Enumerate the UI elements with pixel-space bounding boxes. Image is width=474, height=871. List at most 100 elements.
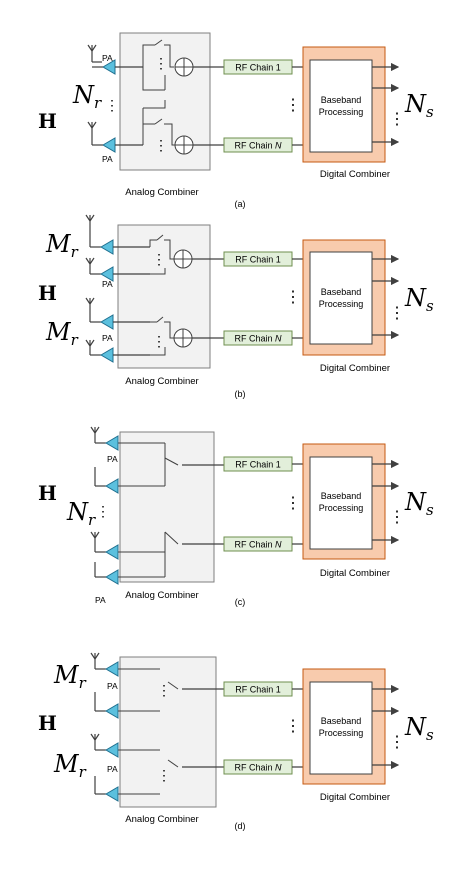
vdots-icon: ⋮ bbox=[157, 767, 171, 783]
antenna-group-label: Mr bbox=[53, 750, 87, 781]
pa-label: PA bbox=[102, 333, 113, 343]
panel-b: PA ⋮ PA ⋮ bbox=[38, 214, 434, 399]
streams-count-label: Ns bbox=[404, 284, 434, 315]
antenna-icon bbox=[85, 214, 101, 248]
rf-chain-n-label: RF Chain N bbox=[234, 763, 282, 773]
panel-caption: (a) bbox=[235, 199, 246, 209]
baseband-label-line2: Processing bbox=[319, 107, 364, 117]
pa-label: PA bbox=[95, 595, 106, 605]
antenna-icon bbox=[90, 733, 106, 751]
baseband-label-line2: Processing bbox=[319, 503, 364, 513]
vdots-icon: ⋮ bbox=[105, 97, 119, 113]
panel-caption: (b) bbox=[235, 389, 246, 399]
pa-amplifier-icon bbox=[105, 661, 119, 677]
vdots-icon: ⋮ bbox=[152, 333, 166, 349]
antenna-icon bbox=[94, 776, 106, 795]
vdots-icon: ⋮ bbox=[389, 111, 405, 128]
channel-matrix-label: H bbox=[38, 711, 57, 735]
antenna-icon bbox=[85, 339, 101, 356]
baseband-label-line2: Processing bbox=[319, 728, 364, 738]
analog-combiner-label: Analog Combiner bbox=[125, 590, 198, 601]
pa-amplifier-icon bbox=[100, 239, 114, 255]
vdots-icon: ⋮ bbox=[154, 55, 168, 71]
pa-label: PA bbox=[107, 764, 118, 774]
rf-chain-n-label: RF Chain N bbox=[234, 540, 282, 550]
channel-matrix-label: H bbox=[38, 281, 57, 305]
antenna-icon bbox=[90, 426, 106, 444]
antenna-group-label: Mr bbox=[45, 230, 79, 261]
streams-count-label: Ns bbox=[404, 713, 434, 744]
rf-chain-n-label: RF Chain N bbox=[234, 334, 282, 344]
vdots-icon: ⋮ bbox=[285, 289, 301, 306]
antenna-icon bbox=[94, 692, 106, 712]
antenna-group-label: Mr bbox=[53, 661, 87, 692]
analog-combiner-box bbox=[117, 224, 211, 369]
antenna-icon bbox=[90, 531, 106, 553]
baseband-label-line1: Baseband bbox=[321, 491, 362, 501]
pa-amplifier-icon bbox=[105, 569, 119, 585]
baseband-label-line2: Processing bbox=[319, 299, 364, 309]
digital-combiner-label: Digital Combiner bbox=[320, 568, 390, 579]
vdots-icon: ⋮ bbox=[157, 682, 171, 698]
pa-label: PA bbox=[102, 279, 113, 289]
analog-combiner-label: Analog Combiner bbox=[125, 376, 198, 387]
pa-amplifier-icon bbox=[105, 544, 119, 560]
antenna-icon bbox=[85, 257, 101, 275]
pa-amplifier-icon bbox=[105, 435, 119, 451]
channel-matrix-label: H bbox=[38, 109, 57, 133]
pa-label: PA bbox=[107, 454, 118, 464]
baseband-label-line1: Baseband bbox=[321, 716, 362, 726]
panel-c: PA PA RF Chain 1 RF bbox=[38, 426, 434, 607]
digital-combiner-label: Digital Combiner bbox=[320, 169, 390, 180]
analog-combiner-box bbox=[119, 656, 217, 808]
vdots-icon: ⋮ bbox=[389, 509, 405, 526]
rf-chain-1-label: RF Chain 1 bbox=[235, 460, 281, 470]
antenna-icon bbox=[90, 652, 106, 670]
pa-amplifier-icon bbox=[105, 703, 119, 719]
baseband-label-line1: Baseband bbox=[321, 287, 362, 297]
vdots-icon: ⋮ bbox=[285, 97, 301, 114]
channel-matrix-label: H bbox=[38, 481, 57, 505]
analog-combiner-label: Analog Combiner bbox=[125, 187, 198, 198]
vdots-icon: ⋮ bbox=[154, 137, 168, 153]
vdots-icon: ⋮ bbox=[285, 495, 301, 512]
panel-a: PA PA ⋮ ⋮ RF Chain 1 bbox=[38, 32, 434, 209]
analog-combiner-box bbox=[119, 431, 215, 583]
baseband-processing-box bbox=[309, 681, 373, 775]
rf-chain-1-label: RF Chain 1 bbox=[235, 63, 281, 73]
antenna-icon bbox=[94, 467, 106, 487]
vdots-icon: ⋮ bbox=[389, 734, 405, 751]
streams-count-label: Ns bbox=[404, 488, 434, 519]
panel-caption: (d) bbox=[235, 821, 246, 831]
baseband-processing-box bbox=[309, 456, 373, 550]
antenna-count-label: Nr bbox=[66, 498, 96, 529]
baseband-processing-box bbox=[309, 251, 373, 345]
antenna-icon bbox=[87, 121, 97, 140]
vdots-icon: ⋮ bbox=[389, 305, 405, 322]
pa-amplifier-icon bbox=[100, 347, 114, 363]
pa-amplifier-icon bbox=[102, 137, 116, 153]
antenna-group-label: Mr bbox=[45, 318, 79, 349]
digital-combiner-label: Digital Combiner bbox=[320, 792, 390, 803]
vdots-icon: ⋮ bbox=[96, 503, 110, 519]
rf-chain-1-label: RF Chain 1 bbox=[235, 255, 281, 265]
pa-amplifier-icon bbox=[105, 786, 119, 802]
streams-count-label: Ns bbox=[404, 90, 434, 121]
vdots-icon: ⋮ bbox=[152, 251, 166, 267]
digital-combiner-label: Digital Combiner bbox=[320, 363, 390, 374]
rf-chain-1-label: RF Chain 1 bbox=[235, 685, 281, 695]
baseband-processing-box bbox=[309, 59, 373, 153]
pa-label: PA bbox=[102, 53, 113, 63]
panel-d: PA PA ⋮ ⋮ RF Chain 1 bbox=[38, 652, 434, 831]
analog-combiner-label: Analog Combiner bbox=[125, 814, 198, 825]
pa-amplifier-icon bbox=[105, 742, 119, 758]
antenna-icon bbox=[85, 297, 101, 323]
pa-label: PA bbox=[107, 681, 118, 691]
panel-caption: (c) bbox=[235, 597, 246, 607]
vdots-icon: ⋮ bbox=[285, 718, 301, 735]
antenna-count-label: Nr bbox=[72, 81, 102, 112]
pa-amplifier-icon bbox=[100, 314, 114, 330]
pa-label: PA bbox=[102, 154, 113, 164]
